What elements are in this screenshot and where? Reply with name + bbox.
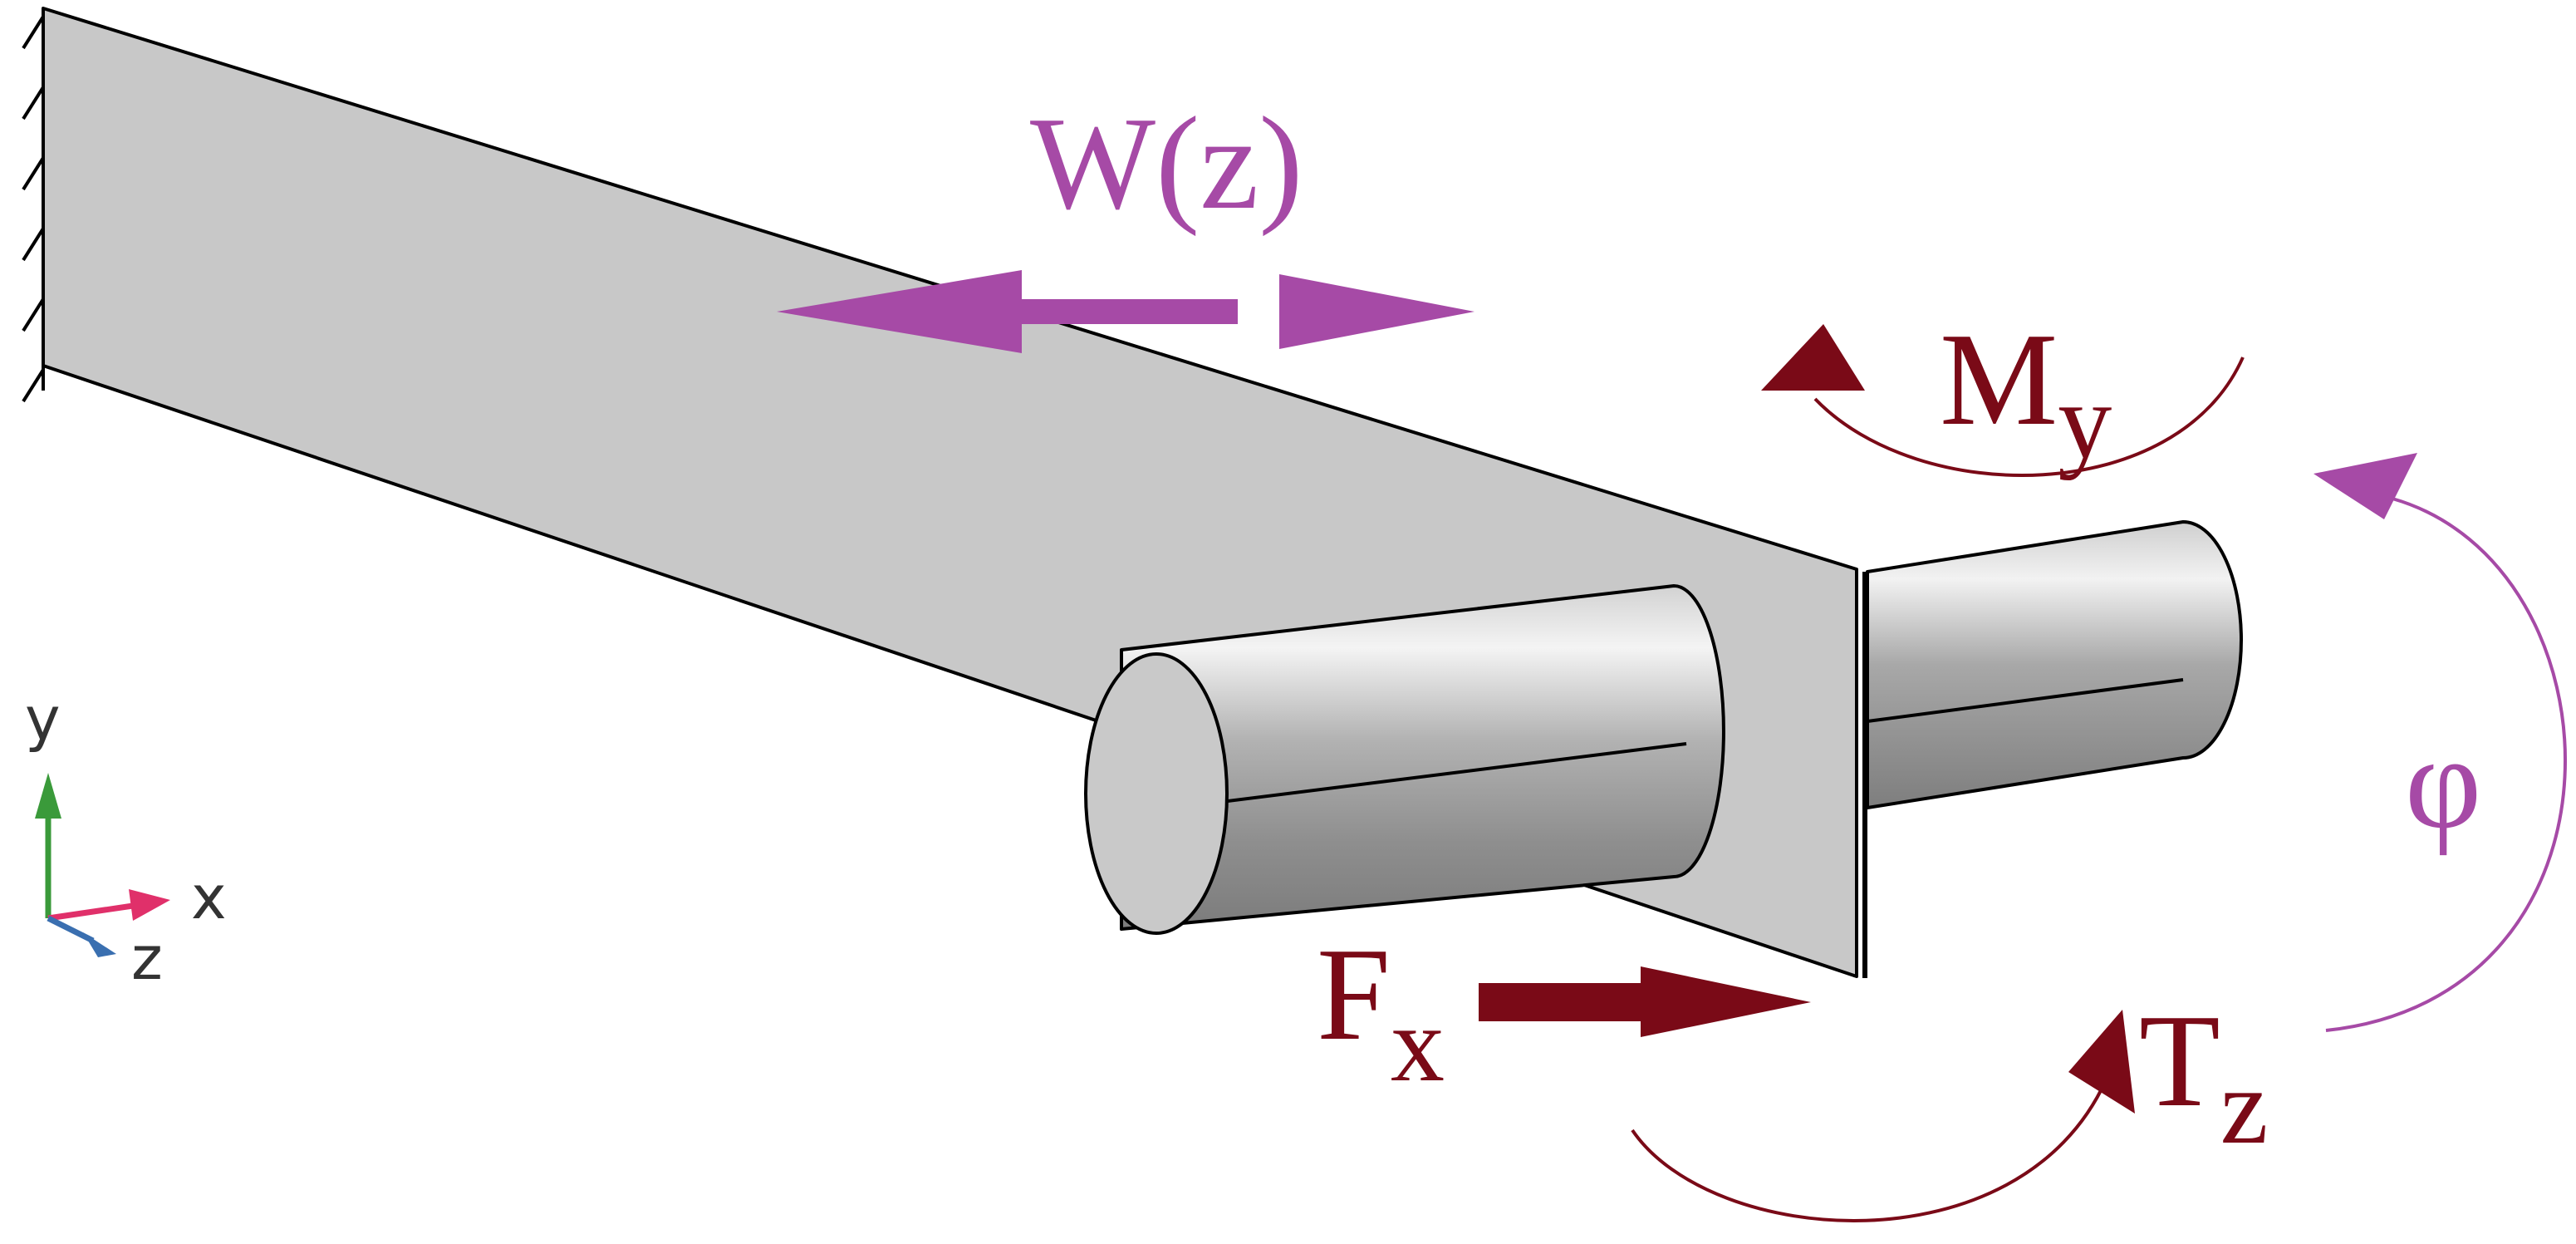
axis-y-arrowhead bbox=[35, 773, 61, 819]
axis-x-arrowhead bbox=[129, 889, 170, 921]
displacement-arrow bbox=[777, 270, 1474, 353]
torque-label: Tz bbox=[2139, 986, 2268, 1167]
moment-label: My bbox=[1940, 305, 2112, 481]
force-arrow bbox=[1479, 966, 1811, 1037]
moment-arc bbox=[1761, 324, 2245, 477]
axis-z-label: z bbox=[131, 923, 163, 993]
rotation-arrowhead bbox=[2313, 453, 2417, 519]
rotation-label: φ bbox=[2405, 708, 2481, 856]
axis-y-label: y bbox=[25, 684, 61, 754]
rotation-arc bbox=[2313, 453, 2567, 1032]
front-shaft bbox=[1084, 584, 1725, 935]
moment-arrowhead bbox=[1761, 324, 1865, 391]
coordinate-triad: y x z bbox=[25, 684, 227, 993]
axis-x-line bbox=[47, 902, 134, 922]
torque-arc bbox=[1631, 1010, 2135, 1222]
axis-z-line bbox=[47, 915, 95, 944]
fixed-support bbox=[22, 8, 45, 403]
axis-z-arrowhead bbox=[83, 932, 116, 957]
rear-shaft bbox=[1866, 520, 2243, 809]
shaft-end-face bbox=[1084, 652, 1229, 935]
axis-x-label: x bbox=[191, 863, 227, 932]
displacement-label: W(z) bbox=[1030, 89, 1303, 237]
torque-arrowhead bbox=[2068, 1010, 2135, 1114]
force-label: Fx bbox=[1317, 920, 1445, 1104]
